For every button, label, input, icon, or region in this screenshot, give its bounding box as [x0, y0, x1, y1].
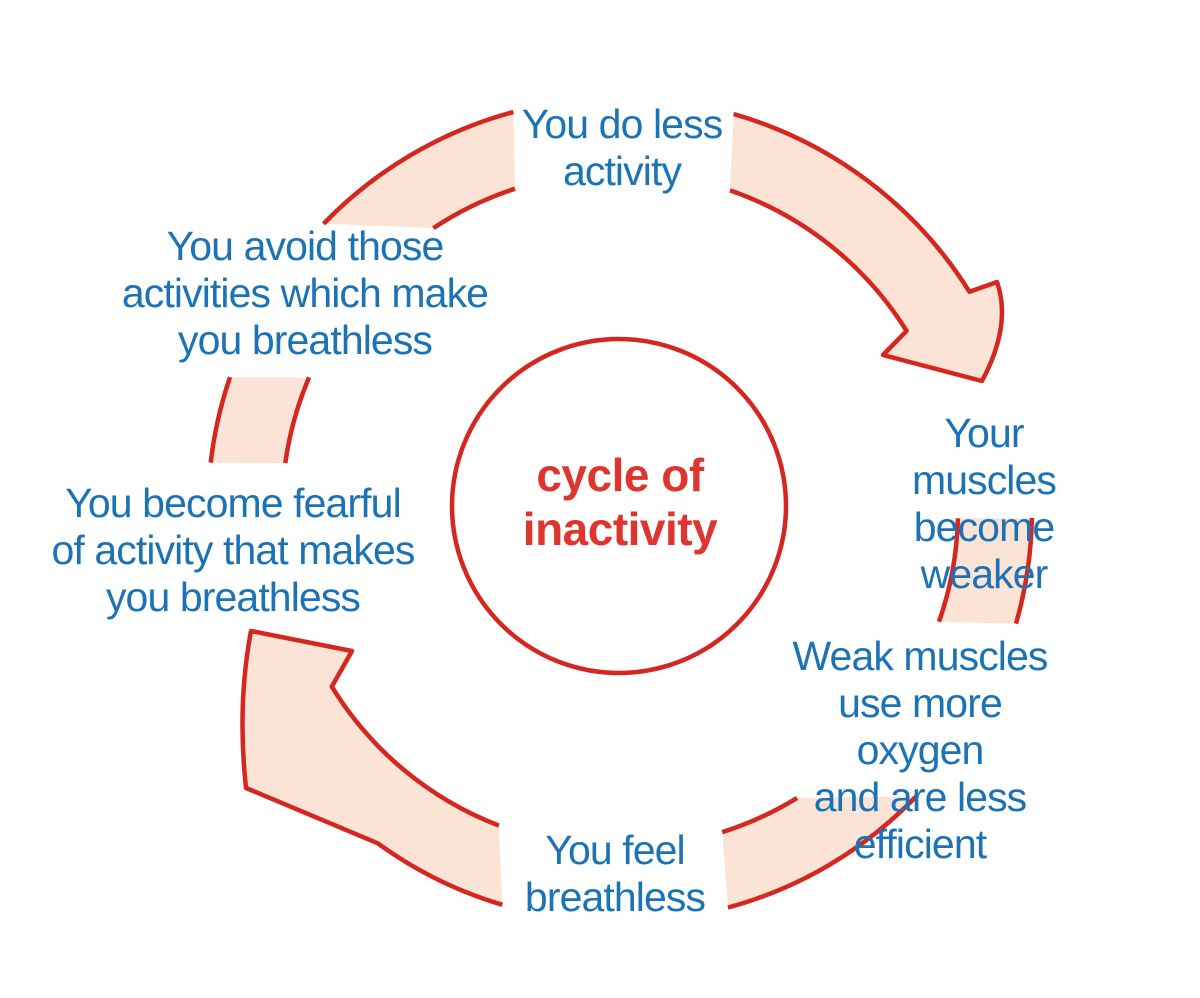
seg-bottom-left-outline	[240, 628, 503, 907]
arc-band-right	[936, 517, 1035, 625]
seg-left-outline	[208, 376, 312, 464]
center-circle	[449, 336, 789, 676]
seg-right-outline	[936, 517, 1035, 625]
seg-top-right-outline	[729, 111, 1005, 384]
arc-band-top-left	[321, 109, 516, 230]
center-label: cycle of inactivity	[522, 449, 718, 555]
seg-bottom-right-outline	[721, 794, 919, 910]
node-label-muscles-become-weaker: Your muscles become weaker	[911, 410, 1057, 597]
seg-top-left-outline	[321, 109, 516, 230]
node-label-feel-breathless: You feel breathless	[524, 827, 706, 920]
node-label-weak-muscles-oxygen: Weak muscles use more oxygen and are les…	[792, 633, 1048, 867]
arc-band-left	[208, 376, 312, 464]
node-label-avoid-activities: You avoid those activities which make yo…	[121, 223, 489, 363]
arc-arrow-bottom-left	[240, 628, 503, 907]
seg-top-left-shape	[323, 112, 515, 229]
seg-left-shape	[210, 377, 310, 463]
arc-arrow-top-right	[729, 111, 1005, 384]
node-label-do-less-activity: You do less activity	[521, 101, 723, 194]
seg-right-shape	[939, 517, 1032, 624]
seg-top-right-shape	[730, 114, 1002, 381]
arc-band-bottom-right	[721, 794, 919, 910]
node-label-fearful-of-activity: You become fearful of activity that make…	[51, 480, 415, 620]
seg-bottom-left-shape	[242, 631, 503, 905]
seg-bottom-right-shape	[722, 796, 917, 908]
